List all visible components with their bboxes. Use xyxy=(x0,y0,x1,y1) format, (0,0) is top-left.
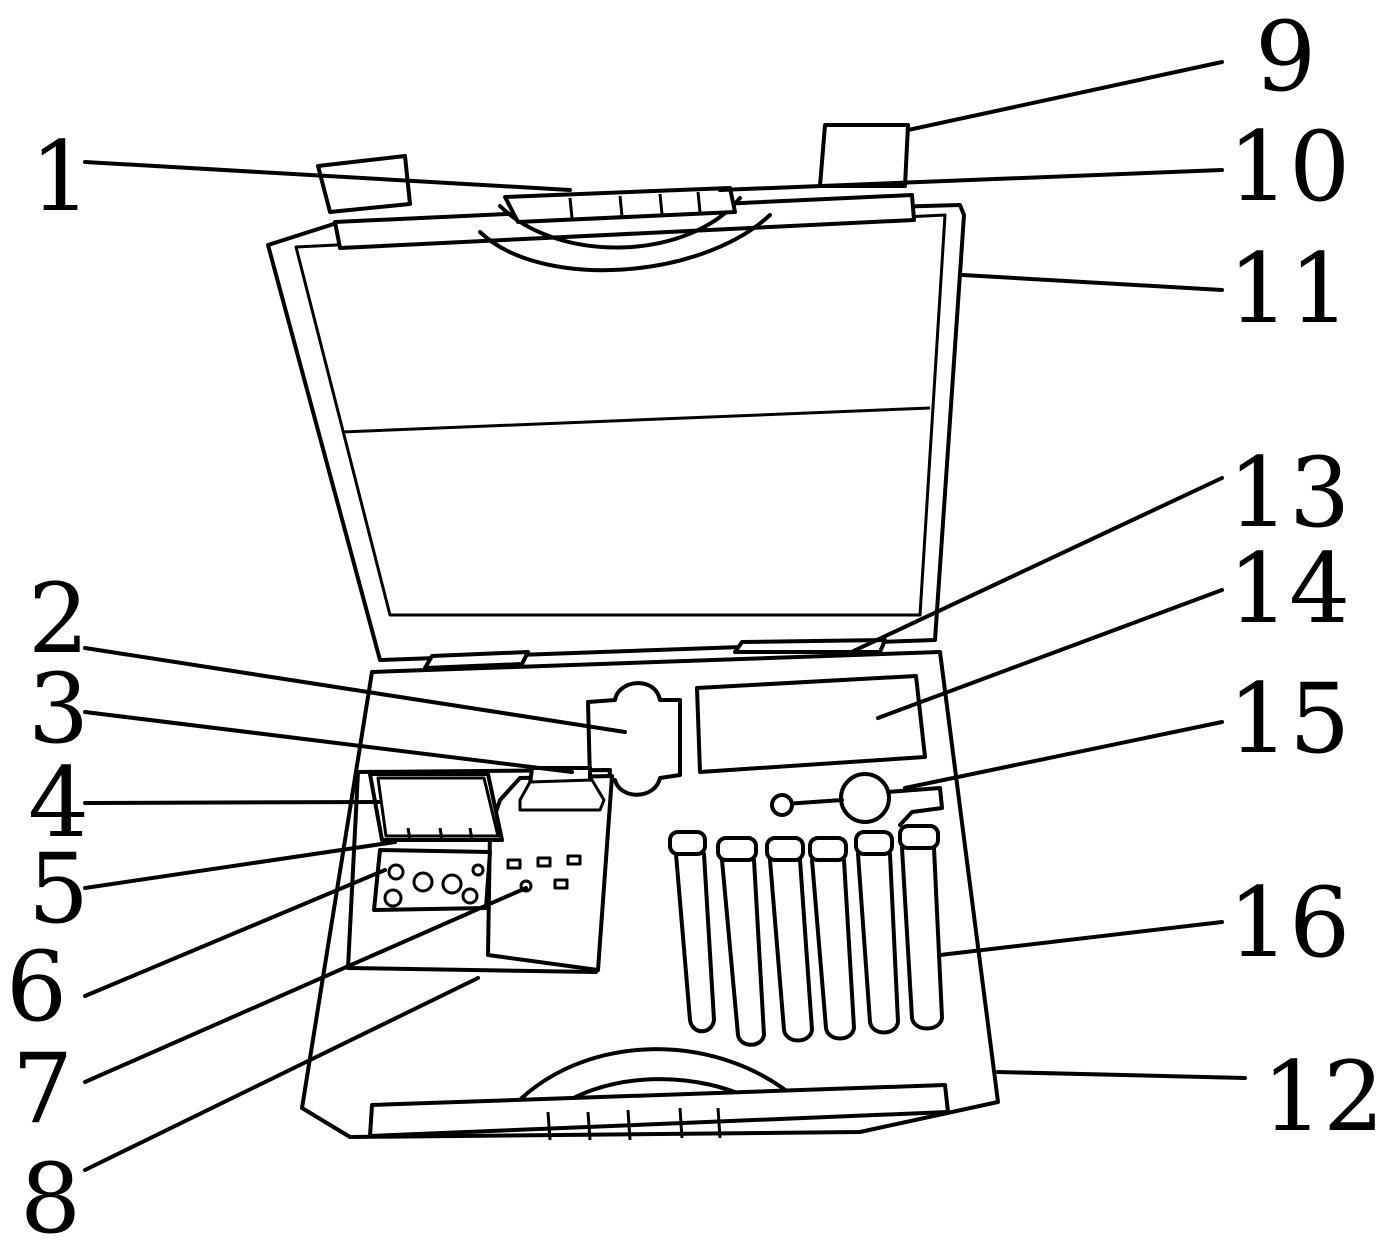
test-tube xyxy=(716,836,766,1047)
label-4: 4 xyxy=(28,747,89,859)
case-lid xyxy=(266,193,966,662)
label-9: 9 xyxy=(1255,1,1316,113)
test-tube xyxy=(808,836,856,1041)
left-latch xyxy=(316,154,412,214)
label-11: 11 xyxy=(1228,233,1350,345)
label-6: 6 xyxy=(6,931,67,1043)
key-tool xyxy=(770,772,944,827)
leader-10 xyxy=(718,168,1224,192)
label-15: 15 xyxy=(1228,663,1350,775)
leader-15 xyxy=(903,720,1224,790)
clamp-bracket xyxy=(586,681,682,797)
leader-12 xyxy=(996,1070,1247,1080)
label-5: 5 xyxy=(28,833,89,945)
label-3: 3 xyxy=(28,653,89,765)
test-tubes xyxy=(668,824,944,1047)
leader-lines xyxy=(83,60,1247,1172)
label-10: 10 xyxy=(1228,111,1350,223)
base-handle xyxy=(368,1047,950,1141)
right-latch xyxy=(818,123,910,188)
leader-3 xyxy=(83,710,574,774)
leader-4 xyxy=(83,800,382,805)
hinge xyxy=(423,638,887,670)
callout-numbers: 1 2 3 4 5 6 7 8 9 10 11 12 13 14 15 16 xyxy=(6,1,1382,1240)
leader-7 xyxy=(83,886,528,1084)
leader-16 xyxy=(938,920,1224,957)
leader-13 xyxy=(843,476,1224,657)
leader-1 xyxy=(83,160,572,192)
label-1: 1 xyxy=(30,121,91,233)
test-tube xyxy=(854,830,900,1035)
label-13: 13 xyxy=(1228,437,1350,549)
test-tube xyxy=(765,836,814,1043)
leader-8 xyxy=(83,976,480,1172)
test-tube xyxy=(898,824,944,1031)
leader-5 xyxy=(83,840,397,890)
leader-14 xyxy=(876,588,1224,720)
label-16: 16 xyxy=(1228,867,1350,979)
label-8: 8 xyxy=(20,1143,81,1240)
label-2: 2 xyxy=(28,563,89,675)
label-12: 12 xyxy=(1262,1041,1382,1153)
leader-11 xyxy=(961,273,1224,292)
lid-handle xyxy=(478,186,772,273)
test-tube xyxy=(668,830,716,1034)
label-14: 14 xyxy=(1228,533,1350,645)
leader-2 xyxy=(83,646,627,734)
card-slot xyxy=(695,674,927,774)
leader-9 xyxy=(906,60,1224,132)
leader-6 xyxy=(83,868,387,998)
instrument-compartment xyxy=(346,766,614,974)
label-7: 7 xyxy=(12,1033,73,1145)
